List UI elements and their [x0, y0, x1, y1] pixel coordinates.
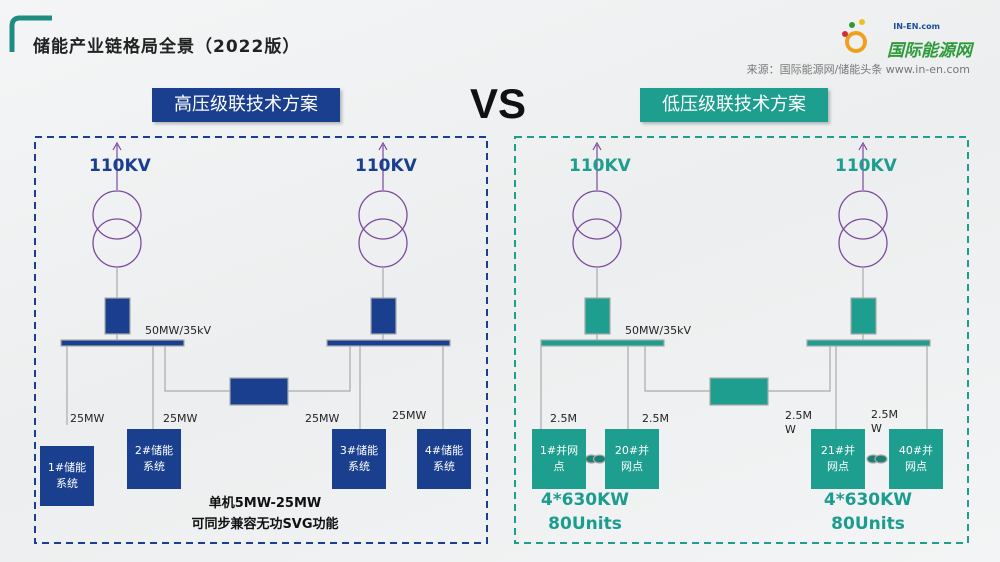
- arrow-up-icon: [858, 141, 868, 151]
- svg-compat-note: 可同步兼容无功SVG功能: [191, 517, 339, 532]
- bus-rating-label: 50MW/35kV: [625, 324, 691, 337]
- busbar: [326, 339, 451, 347]
- breaker-block: [104, 297, 131, 335]
- feeder-rating-label: 25MW: [70, 412, 105, 425]
- low-voltage-header: 低压级联技术方案: [640, 88, 828, 122]
- feeder-rating-label: 2.5M: [550, 412, 577, 425]
- bus-rating-label: 50MW/35kV: [145, 324, 211, 337]
- feeder-rating-label: 2.5M W: [785, 409, 812, 436]
- logo-icon: [842, 19, 867, 53]
- transformer-coil-icon: [572, 218, 622, 268]
- feeder-rating-label: 2.5M W: [871, 408, 898, 435]
- chain-link-icon: [592, 454, 607, 464]
- busbar: [60, 339, 185, 347]
- tie-line: [768, 346, 831, 392]
- vs-label: VS: [470, 80, 527, 127]
- source-caption: 来源：国际能源网/储能头条 www.in-en.com: [746, 63, 970, 76]
- storage-unit-box: 2#储能系统: [127, 429, 181, 489]
- voltage-label-right: 110KV: [835, 156, 897, 176]
- transformer-coil-icon: [358, 218, 408, 268]
- transformer-coil-icon: [838, 190, 888, 240]
- tie-line: [644, 346, 710, 392]
- page-title: 储能产业链格局全景（2022版）: [33, 37, 301, 57]
- storage-unit-box: 3#储能系统: [332, 429, 386, 489]
- busbar: [540, 339, 665, 347]
- low-voltage-frame: [514, 136, 969, 544]
- feeder-rating-label: 25MW: [163, 412, 198, 425]
- tie-line: [164, 346, 230, 392]
- storage-unit-box: 1#并网点: [532, 429, 586, 489]
- arrow-up-icon: [592, 141, 602, 151]
- voltage-label-right: 110KV: [355, 156, 417, 176]
- bus-tie-block: [709, 377, 769, 406]
- breaker-block: [850, 297, 877, 335]
- transformer-coil-icon: [838, 218, 888, 268]
- breaker-block: [370, 297, 397, 335]
- logo-subtext: IN-EN.com: [893, 22, 940, 31]
- transformer-coil-icon: [92, 190, 142, 240]
- bus-tie-block: [229, 377, 289, 406]
- busbar: [806, 339, 931, 347]
- storage-unit-box: 40#并网点: [889, 429, 943, 489]
- high-voltage-header: 高压级联技术方案: [152, 88, 340, 122]
- storage-unit-box: 21#并网点: [811, 429, 865, 489]
- group-power-left: 4*630KW: [540, 490, 630, 510]
- logo: 国际能源网: [887, 41, 972, 61]
- voltage-label-left: 110KV: [569, 156, 631, 176]
- storage-unit-box: 4#储能系统: [417, 429, 471, 489]
- title-accent: [9, 15, 52, 52]
- transformer-coil-icon: [572, 190, 622, 240]
- storage-unit-box: 1#储能系统: [40, 446, 94, 506]
- group-units-right: 80Units: [831, 514, 905, 534]
- feeder-rating-label: 25MW: [392, 409, 427, 422]
- feeder-rating-label: 2.5M: [642, 412, 669, 425]
- arrow-up-icon: [112, 141, 122, 151]
- unit-range-note: 单机5MW-25MW: [208, 496, 322, 511]
- high-voltage-frame: [34, 136, 488, 544]
- breaker-block: [584, 297, 611, 335]
- transformer-coil-icon: [92, 218, 142, 268]
- group-power-right: 4*630KW: [823, 490, 913, 510]
- transformer-coil-icon: [358, 190, 408, 240]
- feeder-rating-label: 25MW: [305, 412, 340, 425]
- arrow-up-icon: [378, 141, 388, 151]
- group-units-left: 80Units: [548, 514, 622, 534]
- tie-line: [288, 346, 351, 392]
- voltage-label-left: 110KV: [89, 156, 151, 176]
- chain-link-icon: [874, 454, 888, 464]
- storage-unit-box: 20#并网点: [605, 429, 659, 489]
